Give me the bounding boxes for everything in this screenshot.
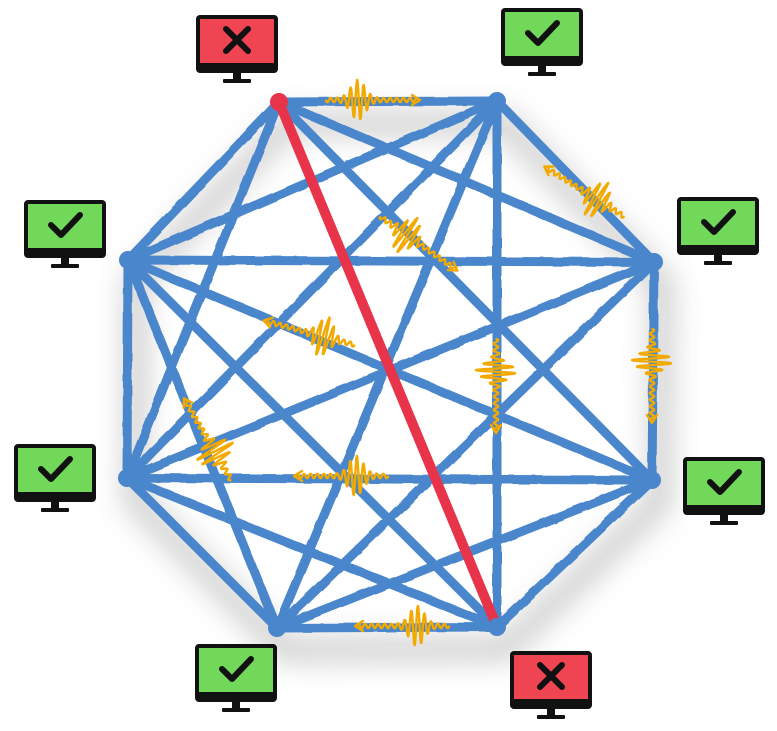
link-n1-n4 bbox=[274, 97, 657, 485]
vertex-n2 bbox=[488, 92, 506, 110]
vertex-n5 bbox=[488, 618, 506, 636]
faulty-link-n1-n5 bbox=[274, 97, 502, 632]
checkmark-icon bbox=[219, 656, 254, 682]
octagon-shadow bbox=[123, 111, 674, 662]
link-n5-n8 bbox=[123, 255, 502, 632]
photon-pulse-n1-n7 bbox=[474, 337, 517, 435]
photon-pulse-n3-n4 bbox=[630, 327, 673, 425]
monitor-n6-ok bbox=[195, 644, 277, 712]
monitor-n8-ok bbox=[24, 200, 106, 268]
link-n7-n8 bbox=[122, 255, 133, 483]
link-n2-n7 bbox=[122, 96, 502, 483]
photon-pulses bbox=[182, 78, 673, 647]
link-n5-n7 bbox=[122, 473, 502, 632]
photon-pulse-n3-n7 bbox=[262, 316, 356, 356]
network-shadow bbox=[123, 111, 674, 662]
cross-icon bbox=[223, 26, 251, 54]
vertex-n1 bbox=[270, 93, 288, 111]
checkmark-icon bbox=[48, 212, 83, 238]
vertex-n4 bbox=[643, 471, 661, 489]
network-vertices bbox=[118, 92, 663, 637]
link-n2-n3 bbox=[492, 96, 659, 267]
monitor-n3-ok bbox=[677, 197, 759, 265]
link-n3-n8 bbox=[123, 255, 659, 267]
link-n4-n5 bbox=[492, 475, 657, 632]
photon-pulse-n2-n3 bbox=[543, 165, 625, 219]
link-n6-n7 bbox=[122, 473, 282, 633]
photon-pulse-n4-n7 bbox=[292, 454, 390, 497]
checkmark-icon bbox=[525, 20, 560, 46]
checkmark-icon bbox=[707, 469, 742, 495]
vertex-n6 bbox=[268, 619, 286, 637]
checkmark-icon bbox=[38, 456, 73, 482]
monitor-n2-ok bbox=[501, 8, 583, 76]
link-n4-n7 bbox=[122, 473, 657, 485]
photon-pulse-n1-n4 bbox=[378, 215, 459, 272]
monitor-n4-ok bbox=[683, 457, 765, 525]
cross-icon bbox=[537, 662, 565, 690]
link-n6-n8 bbox=[123, 255, 282, 633]
link-n8-n1 bbox=[123, 97, 284, 265]
vertex-n7 bbox=[118, 469, 136, 487]
monitor-n1-faulty bbox=[196, 15, 278, 83]
photon-pulse-n1-n2 bbox=[324, 78, 422, 121]
monitor-n5-faulty bbox=[510, 651, 592, 719]
node-monitors bbox=[14, 8, 765, 719]
monitor-n7-ok bbox=[14, 444, 96, 512]
photon-pulse-n4-n6 bbox=[353, 604, 451, 647]
photon-pulse-n3-n8 bbox=[182, 397, 234, 482]
vertex-n3 bbox=[645, 253, 663, 271]
checkmark-icon bbox=[701, 209, 736, 235]
vertex-n8 bbox=[119, 251, 137, 269]
